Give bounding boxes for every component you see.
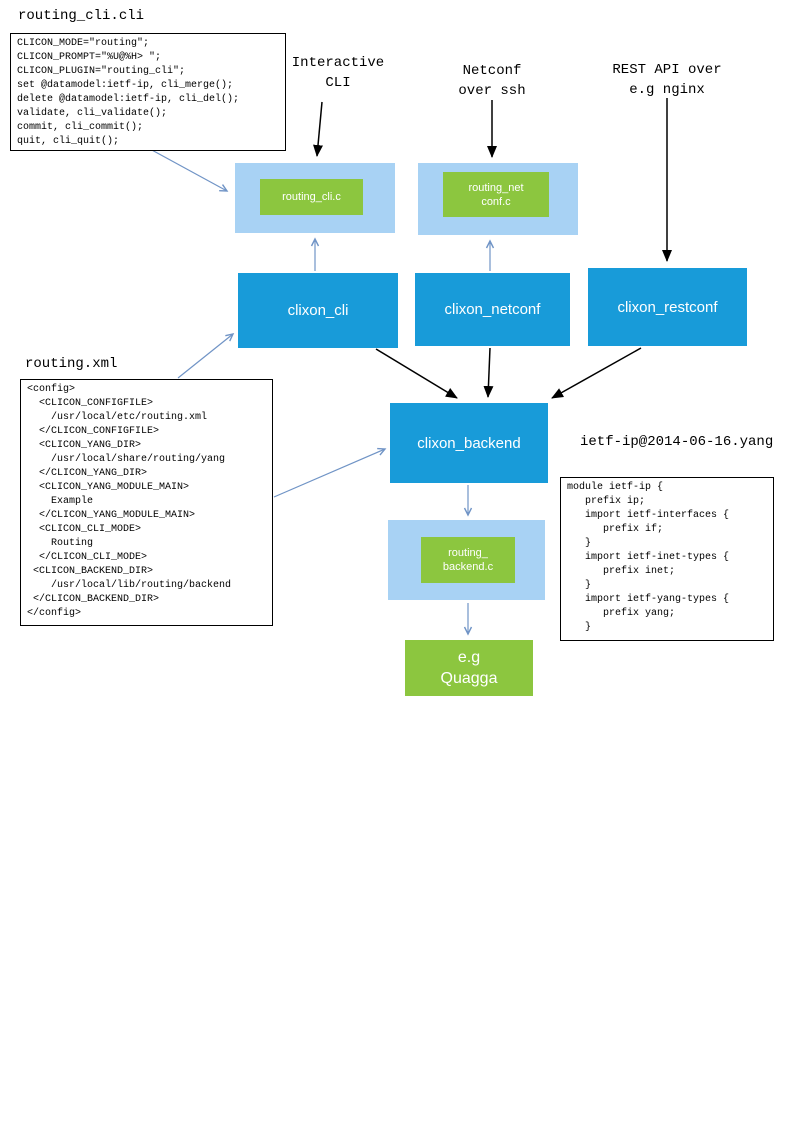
routing-cli-plugin-node: routing_cli.c (260, 179, 363, 215)
arrow-netconf-to-backend (483, 347, 494, 398)
clixon-backend-node: clixon_backend (390, 403, 548, 483)
ietf-ip-yang-code-box: module ietf-ip { prefix ip; import ietf-… (560, 477, 774, 641)
routing-cli-file-title: routing_cli.cli (18, 8, 145, 24)
interactive-cli-label: Interactive CLI (291, 55, 385, 91)
routing-netconf-plugin-node: routing_net conf.c (443, 172, 549, 217)
cli-plugin-container: routing_cli.c (235, 163, 395, 233)
link-clicode-to-cli-plugin (149, 148, 229, 192)
link-xml-to-backend (273, 447, 387, 498)
rest-api-over-nginx-label: REST API over e.g nginx (612, 62, 722, 98)
backend-plugin-container: routing_ backend.c (388, 520, 545, 600)
routing-backend-plugin-node: routing_ backend.c (421, 537, 515, 583)
arrow-restconf-to-backend (551, 347, 642, 399)
routing-xml-file-title: routing.xml (25, 356, 118, 372)
routing-xml-code-box: <config> <CLICON_CONFIGFILE> /usr/local/… (20, 379, 273, 626)
clixon-restconf-node: clixon_restconf (588, 268, 747, 346)
arrow-cli-to-backend (375, 348, 458, 399)
ietf-ip-yang-file-title: ietf-ip@2014-06-16.yang (580, 434, 774, 450)
link-xml-to-clixoncli (177, 333, 235, 379)
quagga-node: e.g Quagga (405, 640, 533, 696)
routing-cli-code-box: CLICON_MODE="routing"; CLICON_PROMPT="%U… (10, 33, 286, 151)
clixon-netconf-node: clixon_netconf (415, 273, 570, 346)
clixon-cli-node: clixon_cli (238, 273, 398, 348)
arrow-interactive-cli-to-plugin (313, 101, 323, 157)
netconf-over-ssh-label: Netconf over ssh (458, 63, 526, 99)
netconf-plugin-container: routing_net conf.c (418, 163, 578, 235)
